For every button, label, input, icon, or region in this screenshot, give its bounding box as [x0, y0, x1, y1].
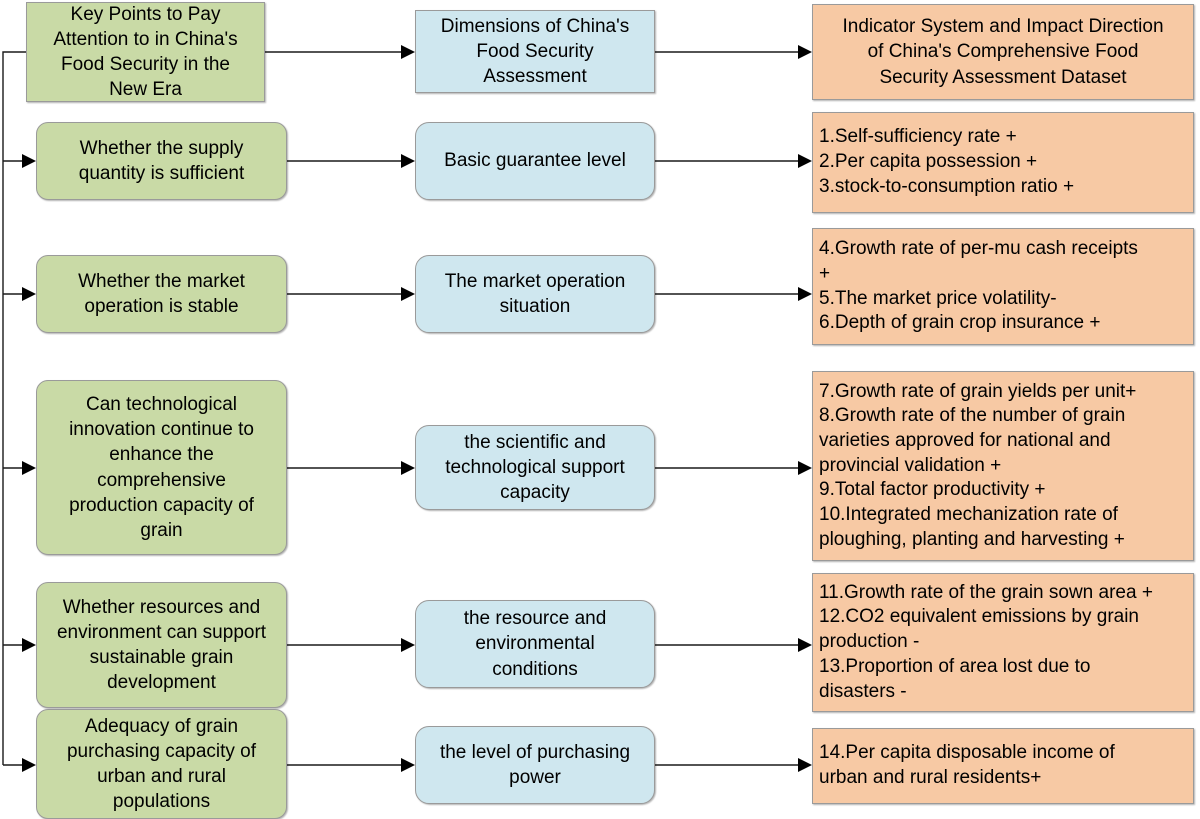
indicator-node-2-label: 4.Growth rate of per-mu cash receipts + … [819, 238, 1138, 334]
header-node-questions[interactable]: Key Points to Pay Attention to in China'… [26, 2, 265, 102]
row4-arrowhead-d [401, 638, 415, 652]
header-arrowhead-d [401, 45, 415, 59]
dimension-node-2[interactable]: The market operation situation [415, 255, 655, 333]
indicator-node-1[interactable]: 1.Self-sufficiency rate + 2.Per capita p… [812, 112, 1194, 213]
indicator-node-5[interactable]: 14.Per capita disposable income of urban… [812, 728, 1194, 804]
indicator-node-4[interactable]: 11.Growth rate of the grain sown area + … [812, 573, 1194, 712]
row1-arrowhead-d [401, 154, 415, 168]
indicator-node-3[interactable]: 7.Growth rate of grain yields per unit+ … [812, 371, 1194, 561]
row1-arrowhead-i [798, 154, 812, 168]
dimension-node-4-label: the resource and environmental condition… [463, 608, 607, 680]
header-arrowhead-i [798, 45, 812, 59]
row2-arrowhead-d [401, 287, 415, 301]
question-node-2-label: Whether the market operation is stable [78, 270, 245, 317]
indicator-node-5-label: 14.Per capita disposable income of urban… [819, 742, 1115, 788]
question-node-2[interactable]: Whether the market operation is stable [36, 255, 287, 333]
question-node-5[interactable]: Adequacy of grain purchasing capacity of… [36, 709, 287, 819]
dimension-node-5[interactable]: the level of purchasing power [415, 726, 655, 804]
header-node-indicators[interactable]: Indicator System and Impact Direction of… [812, 4, 1194, 100]
question-node-4-label: Whether resources and environment can su… [56, 596, 267, 694]
row3-arrowhead-i [798, 461, 812, 475]
branch-arrowhead-5 [22, 758, 36, 772]
branch-arrowhead-4 [22, 638, 36, 652]
branch-arrowhead-1 [22, 154, 36, 168]
header-node-questions-label: Key Points to Pay Attention to in China'… [53, 3, 238, 101]
dimension-node-1-label: Basic guarantee level [444, 150, 626, 172]
dimension-node-5-label: the level of purchasing power [439, 741, 631, 788]
question-node-5-label: Adequacy of grain purchasing capacity of… [66, 715, 257, 813]
dimension-node-3[interactable]: the scientific and technological support… [415, 425, 655, 510]
row4-arrowhead-i [798, 638, 812, 652]
branch-arrowhead-2 [22, 287, 36, 301]
indicator-node-2[interactable]: 4.Growth rate of per-mu cash receipts + … [812, 228, 1194, 345]
dimension-node-4[interactable]: the resource and environmental condition… [415, 600, 655, 688]
dimension-node-2-label: The market operation situation [444, 270, 626, 317]
question-node-1[interactable]: Whether the supply quantity is sufficien… [36, 122, 287, 200]
indicator-node-3-label: 7.Growth rate of grain yields per unit+ … [819, 380, 1137, 550]
branch-arrowhead-3 [22, 461, 36, 475]
row5-arrowhead-d [401, 758, 415, 772]
question-node-1-label: Whether the supply quantity is sufficien… [78, 137, 245, 184]
header-node-dimensions[interactable]: Dimensions of China's Food Security Asse… [415, 10, 655, 93]
row5-arrowhead-i [798, 758, 812, 772]
dimension-node-3-label: the scientific and technological support… [445, 431, 625, 504]
indicator-node-4-label: 11.Growth rate of the grain sown area + … [819, 581, 1153, 702]
header-node-indicators-label: Indicator System and Impact Direction of… [842, 16, 1164, 88]
indicator-node-1-label: 1.Self-sufficiency rate + 2.Per capita p… [819, 126, 1075, 197]
question-node-3-label: Can technological innovation continue to… [69, 394, 254, 541]
dimension-node-1[interactable]: Basic guarantee level [415, 122, 655, 200]
row3-arrowhead-d [401, 461, 415, 475]
trunk-line [2, 51, 26, 765]
question-node-3[interactable]: Can technological innovation continue to… [36, 380, 287, 555]
row2-arrowhead-i [798, 287, 812, 301]
header-node-dimensions-label: Dimensions of China's Food Security Asse… [440, 15, 630, 88]
question-node-4[interactable]: Whether resources and environment can su… [36, 582, 287, 708]
